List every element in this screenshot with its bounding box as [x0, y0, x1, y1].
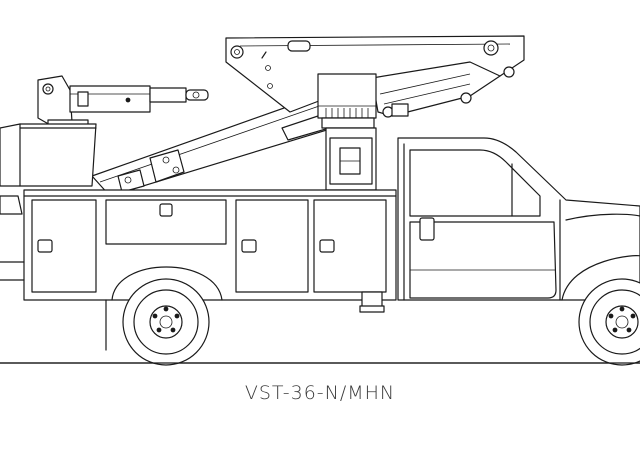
front-wheel [578, 278, 640, 366]
rear-wheel [111, 266, 223, 366]
turret [317, 73, 377, 191]
jib-arm [37, 75, 209, 129]
bucket [0, 123, 97, 215]
model-label: VST-36-N/MHN [244, 382, 396, 404]
cab [397, 137, 640, 301]
compartment-door-1 [31, 199, 97, 293]
service-body [0, 189, 397, 351]
